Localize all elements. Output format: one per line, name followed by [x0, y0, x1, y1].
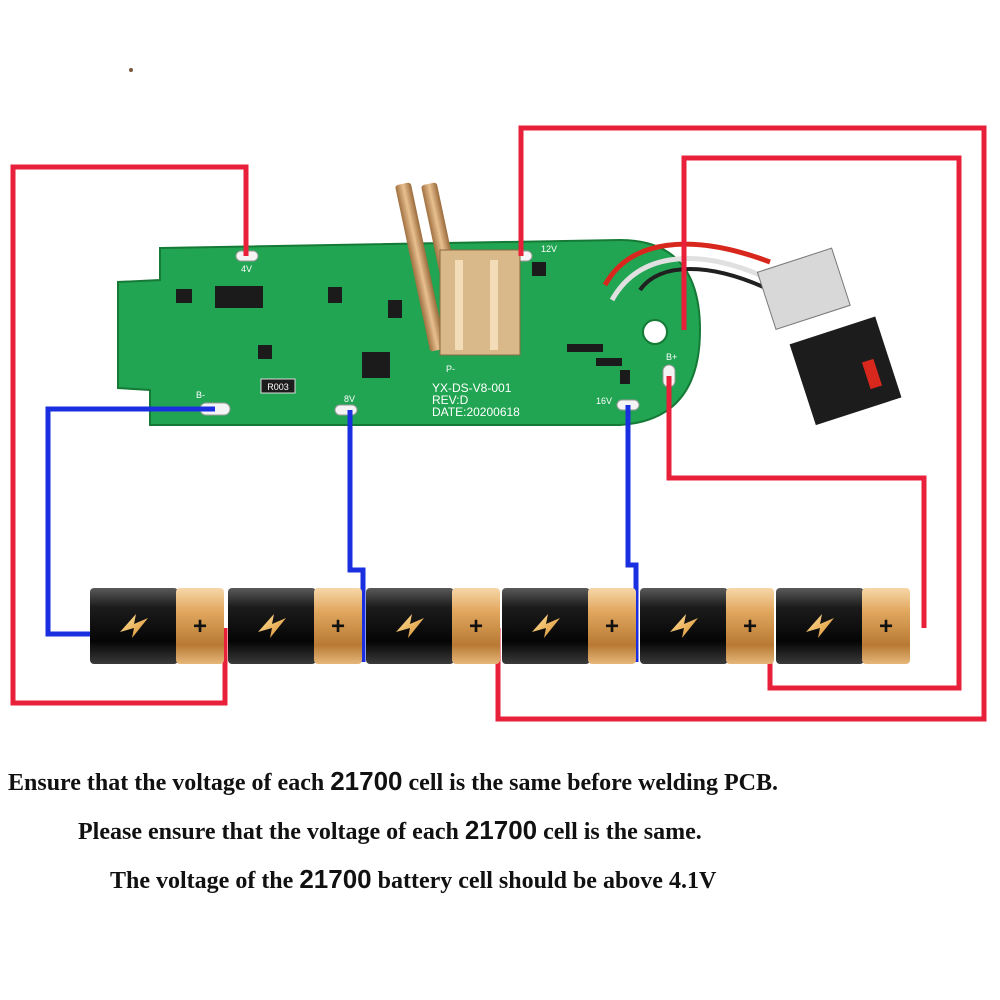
- plus-symbol: +: [605, 613, 619, 640]
- resistor-r003: [260, 378, 296, 394]
- wiring-diagram: R003 4V 12V 8V 16V B+ B- P- YX-DS-V8-001…: [10, 68, 987, 722]
- pcb-board: R003 4V 12V 8V 16V B+ B- P- YX-DS-V8-001…: [117, 238, 702, 426]
- speck: [129, 68, 133, 72]
- battery-cell-5: +: [640, 588, 774, 664]
- pad-label-p-minus: P-: [446, 364, 455, 374]
- plus-symbol: +: [743, 613, 757, 640]
- note-text: cell is the same.: [537, 819, 702, 845]
- wire-switch: [681, 155, 962, 691]
- note-text: The voltage of the: [110, 868, 300, 894]
- battery-cell-1: +: [90, 588, 224, 664]
- wire-8v: [347, 410, 366, 662]
- pcb-date-label: DATE:20200618: [432, 405, 520, 419]
- note-text: Please ensure that the voltage of each: [78, 819, 465, 845]
- lightning-bolt-icon: [806, 614, 834, 638]
- lightning-bolt-icon: [670, 614, 698, 638]
- battery-pack: + + + + + +: [90, 588, 910, 664]
- cell-model-number: 21700: [299, 864, 372, 894]
- wire-b-plus: [666, 376, 927, 628]
- battery-cell-6: +: [776, 588, 910, 664]
- battery-cell-4: +: [502, 588, 636, 664]
- cell-model-number: 21700: [464, 815, 538, 845]
- plus-symbol: +: [469, 613, 483, 640]
- battery-cell-2: +: [228, 588, 362, 664]
- plus-symbol: +: [879, 613, 893, 640]
- wire-12v: [495, 125, 987, 722]
- plus-symbol: +: [331, 613, 345, 640]
- wire-b-minus: [45, 406, 215, 637]
- pad-8v: [334, 404, 358, 416]
- pcb-model-label: YX-DS-V8-001: [432, 381, 512, 395]
- pcb-rev-label: REV:D: [432, 393, 469, 407]
- pad-label-b-minus: B-: [196, 390, 205, 400]
- micro-switch: [602, 241, 902, 426]
- ic-chip: [362, 352, 390, 378]
- note-text: cell is the same before welding PCB.: [402, 770, 779, 796]
- instruction-line-1: Ensure that the voltage of each 21700 ce…: [0, 766, 1000, 797]
- cell-model-number: 21700: [330, 766, 403, 796]
- pad-label-8v: 8V: [344, 394, 355, 404]
- pad-label-b-plus: B+: [666, 352, 677, 362]
- resistor-label: R003: [267, 382, 289, 392]
- lightning-bolt-icon: [258, 614, 286, 638]
- lightning-bolt-icon: [532, 614, 560, 638]
- instruction-line-3: The voltage of the 21700 battery cell sh…: [0, 864, 1000, 895]
- pad-label-4v: 4V: [241, 264, 252, 274]
- battery-cell-3: +: [366, 588, 500, 664]
- copper-terminals: [395, 182, 521, 356]
- lightning-bolt-icon: [120, 614, 148, 638]
- pad-label-12v: 12V: [541, 244, 557, 254]
- note-text: Ensure that the voltage of each: [8, 770, 331, 796]
- instruction-line-2: Please ensure that the voltage of each 2…: [0, 815, 1000, 846]
- wire-4v: [10, 164, 249, 706]
- lightning-bolt-icon: [396, 614, 424, 638]
- ic-chip: [215, 286, 263, 308]
- pad-label-16v: 16V: [596, 396, 612, 406]
- note-text: battery cell should be above 4.1V: [371, 868, 717, 894]
- plus-symbol: +: [193, 613, 207, 640]
